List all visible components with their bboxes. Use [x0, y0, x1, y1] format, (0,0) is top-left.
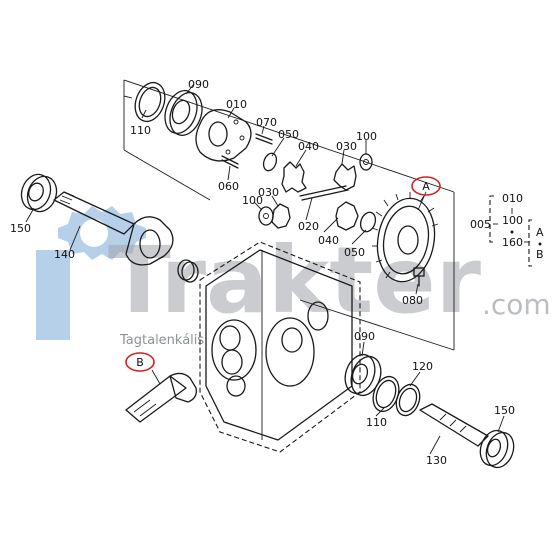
outline-bottom-edge	[123, 149, 211, 201]
legend-item-160: 160	[502, 236, 523, 249]
watermark-gear-bar	[36, 250, 70, 340]
part-040-pinion-gear-top	[281, 161, 307, 193]
label-150-left: 150	[10, 222, 31, 235]
part-030-side-gear-top	[333, 163, 357, 191]
label-140: 140	[54, 248, 75, 261]
label-050-top: 050	[278, 128, 299, 141]
label-060: 060	[218, 180, 239, 193]
label-030-mid: 030	[258, 186, 279, 199]
part-070-pin	[255, 133, 273, 145]
legend-item-010: 010	[502, 192, 523, 205]
part-120-ring	[395, 383, 421, 417]
label-080: 080	[402, 294, 423, 307]
part-housing	[199, 241, 361, 453]
label-040-mid: 040	[318, 234, 339, 247]
label-020: 020	[298, 220, 319, 233]
part-090-bottom-bearing	[344, 353, 382, 397]
part-020-shaft	[299, 185, 349, 201]
legend-target-b: B	[536, 248, 544, 261]
label-090-top: 090	[188, 78, 209, 91]
label-040-top: 040	[298, 140, 319, 153]
part-060-pin	[221, 155, 239, 169]
label-090-bottom: 090	[354, 330, 375, 343]
part-080-bolt	[413, 267, 425, 287]
part-140-shaft	[53, 191, 174, 266]
label-010: 010	[226, 98, 247, 111]
label-120: 120	[412, 360, 433, 373]
label-130: 130	[426, 454, 447, 467]
group-legend: 005 010 100 160 A B	[470, 192, 544, 267]
legend-bracket-left	[489, 195, 494, 243]
callout-a: A	[411, 176, 441, 196]
legend-bracket-right	[528, 219, 532, 267]
part-140-collar	[177, 259, 199, 283]
part-010-diff-case	[195, 109, 252, 162]
legend-dot	[510, 230, 514, 234]
label-100-mid: 100	[242, 194, 263, 207]
watermark-tagline: Tagtalenkális	[119, 333, 204, 348]
label-110-top: 110	[130, 124, 151, 137]
legend-group-code: 005	[470, 218, 491, 231]
label-100-top: 100	[356, 130, 377, 143]
part-050-washer-top	[262, 152, 278, 172]
watermark-brand: Trakter	[108, 227, 482, 334]
part-labels: 110 090 010 070 050 040 030 100 060 100 …	[10, 78, 515, 467]
part-150-right-bearing	[479, 429, 515, 469]
callout-b-letter: B	[136, 356, 144, 369]
callout-b: B	[125, 352, 155, 372]
label-150-right: 150	[494, 404, 515, 417]
callout-a-letter: A	[422, 180, 430, 193]
part-110-top	[134, 81, 166, 123]
outline-top-edge	[123, 79, 455, 193]
part-130-shaft	[419, 403, 489, 447]
watermark: Trakter .com Tagtalenkális	[36, 206, 551, 348]
part-030-side-gear-mid	[271, 203, 291, 229]
part-output-shaft-b	[125, 372, 197, 423]
legend-target-a: A	[536, 226, 544, 239]
part-150-left-bearing	[20, 173, 58, 213]
label-110-bottom: 110	[366, 416, 387, 429]
watermark-gear-hole	[80, 219, 108, 247]
label-030-top: 030	[336, 140, 357, 153]
label-070: 070	[256, 116, 277, 129]
part-ring-gear-a	[371, 192, 439, 283]
part-040-pinion-gear-mid	[335, 201, 359, 231]
group-outline	[123, 79, 455, 351]
label-050-mid: 050	[344, 246, 365, 259]
watermark-suffix: .com	[482, 288, 551, 321]
legend-item-100: 100	[502, 214, 523, 227]
